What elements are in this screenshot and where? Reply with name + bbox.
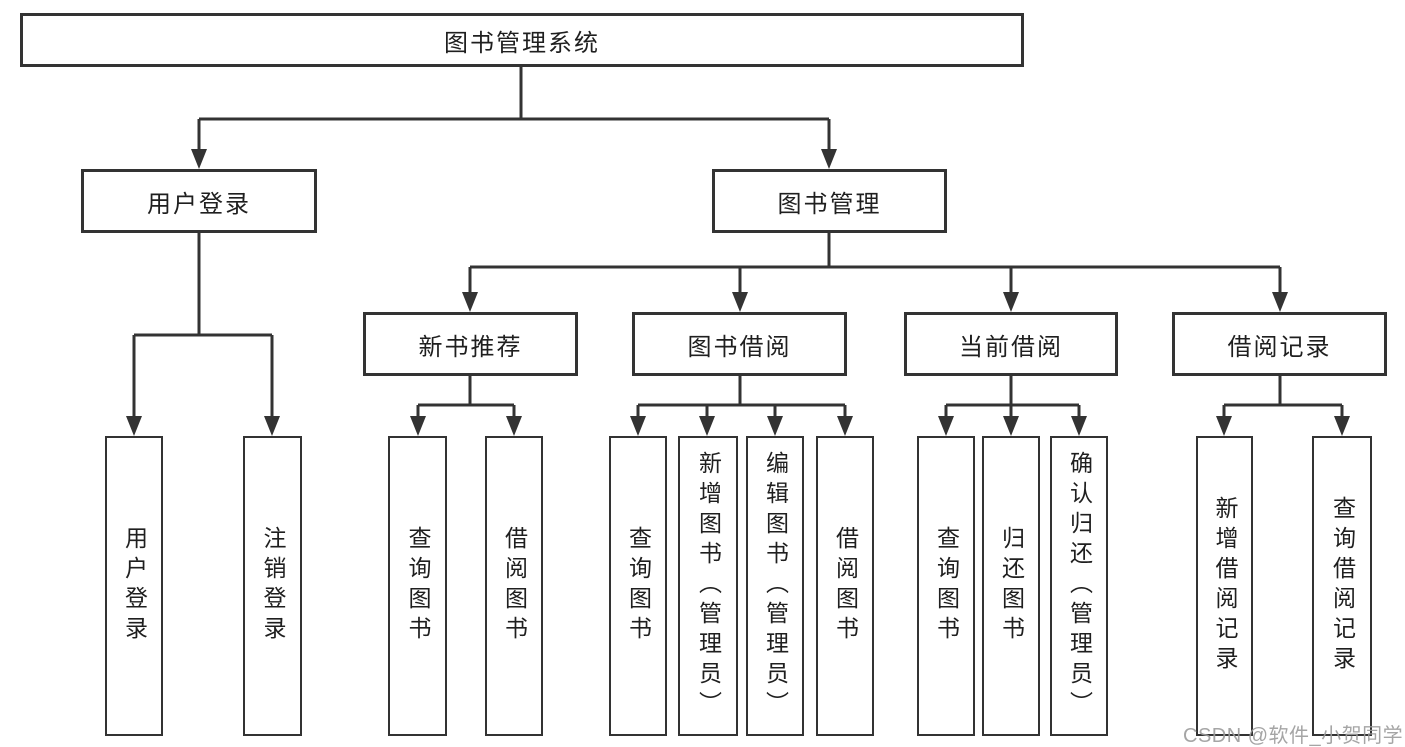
node-book-borrow: 图书借阅 — [632, 312, 847, 376]
leaf-confirm-return-admin: 确认归还（管理员） — [1050, 436, 1108, 736]
leaf-borrow-books-2: 借阅图书 — [816, 436, 874, 736]
node-book-management: 图书管理 — [712, 169, 947, 233]
leaf-query-books-2-label: 查询图书 — [625, 526, 652, 646]
leaf-confirm-return-admin-label: 确认归还（管理员） — [1066, 451, 1093, 721]
edges-book-management-children — [462, 233, 1288, 312]
leaf-borrow-books-1-label: 借阅图书 — [501, 526, 528, 646]
leaf-logout: 注销登录 — [243, 436, 302, 736]
leaf-user-login: 用户登录 — [105, 436, 163, 736]
node-current-borrow: 当前借阅 — [904, 312, 1118, 376]
node-borrow-records: 借阅记录 — [1172, 312, 1387, 376]
leaf-add-borrow-record: 新增借阅记录 — [1196, 436, 1253, 736]
leaf-edit-books-admin: 编辑图书（管理员） — [746, 436, 804, 736]
leaf-return-books-label: 归还图书 — [998, 526, 1025, 646]
leaf-add-books-admin: 新增图书（管理员） — [678, 436, 738, 736]
edges-book-borrow-children — [630, 376, 853, 436]
node-root-system: 图书管理系统 — [20, 13, 1024, 67]
watermark: CSDN @软件_小贺同学 — [1183, 725, 1404, 747]
leaf-query-borrow-record: 查询借阅记录 — [1312, 436, 1372, 736]
edges-user-login-children — [126, 233, 280, 436]
leaf-query-books-3-label: 查询图书 — [933, 526, 960, 646]
leaf-logout-label: 注销登录 — [260, 526, 286, 646]
leaf-return-books: 归还图书 — [982, 436, 1040, 736]
edges-borrow-records-children — [1216, 376, 1350, 436]
node-new-book-recommend: 新书推荐 — [363, 312, 578, 376]
edges-new-book-recommend-children — [410, 376, 522, 436]
leaf-query-books-2: 查询图书 — [609, 436, 667, 736]
edges-root-to-level2 — [191, 66, 837, 169]
leaf-query-books-1: 查询图书 — [388, 436, 447, 736]
leaf-edit-books-admin-label: 编辑图书（管理员） — [762, 451, 789, 721]
node-user-login: 用户登录 — [81, 169, 317, 233]
leaf-borrow-books-2-label: 借阅图书 — [832, 526, 859, 646]
leaf-add-books-admin-label: 新增图书（管理员） — [695, 451, 722, 721]
edges-current-borrow-children — [938, 376, 1087, 436]
leaf-query-books-1-label: 查询图书 — [405, 526, 431, 646]
leaf-user-login-label: 用户登录 — [121, 526, 148, 646]
leaf-query-books-3: 查询图书 — [917, 436, 975, 736]
leaf-borrow-books-1: 借阅图书 — [485, 436, 543, 736]
leaf-add-borrow-record-label: 新增借阅记录 — [1212, 496, 1238, 676]
leaf-query-borrow-record-label: 查询借阅记录 — [1329, 496, 1356, 676]
